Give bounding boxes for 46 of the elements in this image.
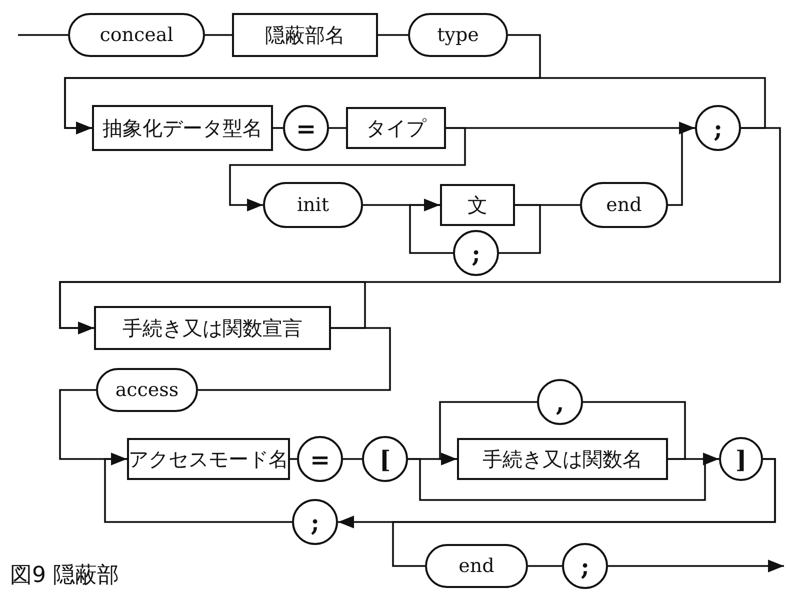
symbol-circle: =	[283, 105, 329, 151]
keyword-terminal: conceal	[68, 13, 205, 57]
connector-line	[528, 565, 562, 567]
keyword-terminal: access	[96, 368, 198, 412]
arrow	[608, 560, 784, 572]
symbol-circle: ;	[453, 230, 499, 276]
keyword-terminal: type	[408, 13, 508, 57]
arrow	[409, 198, 453, 254]
symbol-circle: ,	[537, 379, 583, 425]
nonterminal-box: 隠蔽部名	[232, 13, 378, 57]
arrow	[104, 452, 292, 523]
connector-line	[329, 127, 346, 129]
keyword-terminal: init	[263, 182, 363, 228]
figure-caption: 図9 隠蔽部	[10, 562, 119, 590]
connector-line	[273, 127, 283, 129]
arrow	[408, 452, 719, 501]
arrow	[229, 127, 466, 212]
connector-line	[668, 127, 695, 206]
symbol-circle: ;	[695, 105, 741, 151]
symbol-circle: ;	[292, 499, 338, 545]
connector-line	[18, 34, 68, 36]
connector-line	[378, 34, 408, 36]
arrow	[64, 77, 766, 134]
nonterminal-box: 手続き又は関数宣言	[94, 306, 331, 350]
arrow	[439, 401, 537, 466]
nonterminal-box: アクセスモード名	[127, 438, 290, 480]
connector-line	[668, 458, 719, 460]
connector-line	[515, 204, 580, 206]
connector-line	[392, 458, 776, 567]
symbol-circle: ]	[719, 437, 763, 481]
nonterminal-box: タイプ	[346, 107, 446, 149]
keyword-terminal: end	[425, 544, 528, 588]
symbol-circle: =	[297, 436, 343, 482]
nonterminal-box: 手続き又は関数名	[457, 438, 668, 480]
symbol-circle: ;	[562, 543, 608, 589]
arrow	[59, 281, 366, 334]
nonterminal-box: 抽象化データ型名	[92, 105, 273, 151]
connector-line	[343, 458, 362, 460]
connector-line	[499, 204, 541, 254]
connector-line	[205, 34, 232, 36]
symbol-circle: [	[362, 436, 408, 482]
connector-line	[290, 458, 297, 460]
connector-line	[198, 327, 391, 391]
keyword-terminal: end	[580, 182, 668, 228]
nonterminal-box: 文	[440, 184, 515, 226]
connector-line	[583, 401, 686, 460]
